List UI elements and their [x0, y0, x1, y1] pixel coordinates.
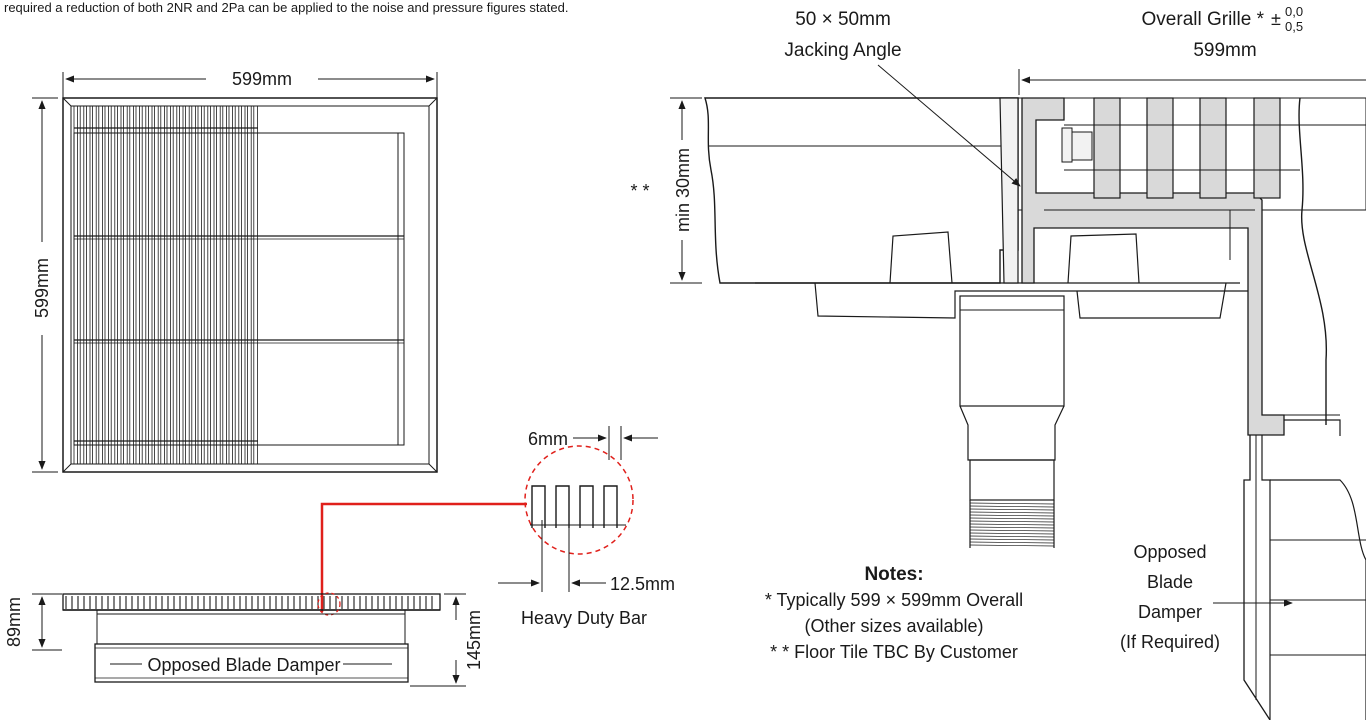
grille-bar [172, 105, 178, 465]
plan-grille-bars [73, 105, 258, 465]
grille-bar [98, 105, 103, 465]
grille-bar [203, 105, 209, 465]
grille-bar [73, 105, 78, 465]
grille-bar [123, 105, 128, 465]
detail-circle [524, 445, 634, 555]
grille-bar [216, 105, 221, 465]
detail-bar [555, 485, 570, 528]
bar-detail: 6mm 12.5mm Heavy Duty Bar [320, 426, 675, 628]
grille-bar [197, 105, 202, 465]
grille-bar [166, 105, 171, 465]
grille-bar [104, 105, 109, 465]
grille-bar [117, 105, 122, 465]
grille-bar [92, 105, 97, 465]
grille-bar [191, 105, 196, 465]
jacking-angle-line2: Jacking Angle [784, 40, 901, 61]
side-height-left: 89mm [4, 597, 24, 647]
tolerance-upper: 0,0 [1285, 4, 1303, 19]
damper-label-line4: (If Required) [1120, 632, 1220, 652]
notes-line1: * Typically 599 × 599mm Overall [765, 590, 1023, 610]
grille-bar [178, 105, 184, 465]
grille-bar [209, 105, 215, 465]
plan-height-label: 599mm [32, 258, 52, 318]
detail-bar [579, 485, 594, 528]
side-height-right: 145mm [464, 610, 484, 670]
grille-bar [234, 105, 240, 465]
notes-line3: * * Floor Tile TBC By Customer [770, 642, 1018, 662]
pitch-label: 12.5mm [610, 574, 675, 594]
intro-text: required a reduction of both 2NR and 2Pa… [4, 0, 568, 15]
side-view: Opposed Blade Damper 89mm 145mm [4, 592, 484, 687]
plan-width-label: 599mm [232, 69, 292, 89]
grille-bar [129, 105, 134, 465]
damper-label-line1: Opposed [1133, 542, 1206, 562]
grille-bar [247, 105, 252, 465]
grille-bar [240, 105, 246, 465]
grille-bar [185, 105, 190, 465]
overall-size-label: 599mm [1193, 40, 1256, 61]
floor-tile-marker: * * [630, 181, 649, 201]
grille-bar [222, 105, 227, 465]
side-damper-label: Opposed Blade Damper [147, 655, 340, 675]
notes-line2: (Other sizes available) [804, 616, 983, 636]
grille-bar [160, 105, 165, 465]
callout-leader [320, 502, 527, 612]
notes: Notes: * Typically 599 × 599mm Overall (… [765, 564, 1023, 662]
plan-view: 599mm 599mm [32, 69, 438, 473]
grille-bar [110, 105, 116, 465]
detail-bar [531, 485, 546, 528]
grille-bar [79, 105, 85, 465]
grille-bar [154, 105, 159, 465]
section-view: 50 × 50mm Jacking Angle Overall Grille *… [630, 4, 1366, 720]
detail-bar [603, 485, 618, 528]
grille-bar [253, 105, 258, 465]
grille-bar [147, 105, 153, 465]
jacking-angle-line1: 50 × 50mm [795, 9, 891, 30]
min-height-label: min 30mm [673, 148, 693, 232]
grille-bar [141, 105, 147, 465]
notes-heading: Notes: [864, 564, 923, 585]
grille-bar [86, 105, 91, 465]
bar-caption: Heavy Duty Bar [521, 608, 647, 628]
damper-label-line3: Damper [1138, 602, 1202, 622]
tolerance-lower: 0,5 [1285, 19, 1303, 34]
gap-label: 6mm [528, 429, 568, 449]
grille-bar [135, 105, 140, 465]
overall-grille-label: Overall Grille * [1142, 9, 1265, 30]
grille-bar [228, 105, 233, 465]
damper-label-line2: Blade [1147, 572, 1193, 592]
tolerance-prefix: ± [1271, 9, 1281, 29]
